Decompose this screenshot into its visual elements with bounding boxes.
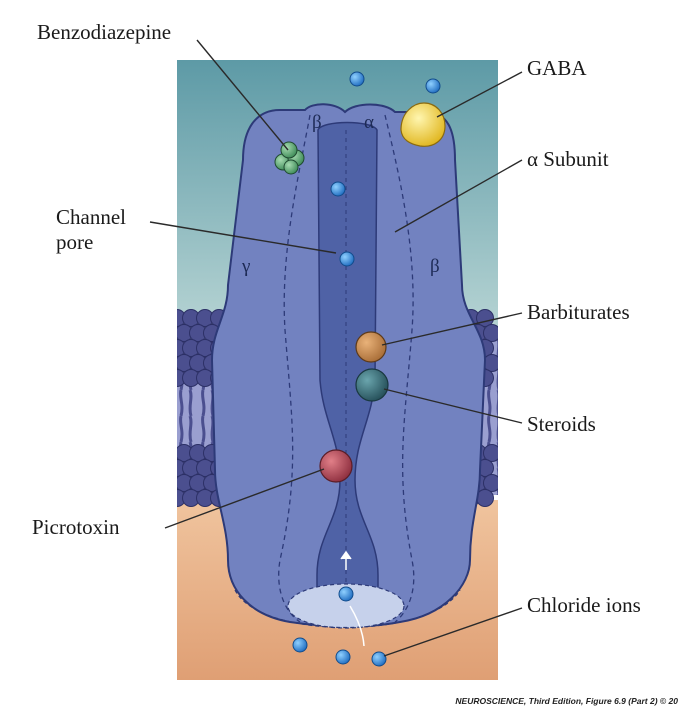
label-channel-pore-line2: pore: [56, 231, 93, 254]
picrotoxin-molecule: [320, 450, 352, 482]
chloride-ion: [293, 638, 307, 652]
steroid-molecule: [356, 369, 388, 401]
benzodiazepine-sphere: [284, 160, 298, 174]
chloride-ion: [340, 252, 354, 266]
chloride-ion: [336, 650, 350, 664]
label-channel-pore-line1: Channel: [56, 206, 126, 229]
lipid-head: [484, 445, 501, 462]
lipid-head: [484, 325, 501, 342]
label-barbiturates: Barbiturates: [527, 301, 630, 324]
subunit-gamma: γ: [241, 256, 250, 277]
chloride-ion: [339, 587, 353, 601]
label-gaba: GABA: [527, 57, 587, 80]
label-benzodiazepine: Benzodiazepine: [37, 21, 171, 44]
receptor-complex: [212, 104, 485, 628]
lipid-head: [484, 475, 501, 492]
subunit-beta-right: β: [430, 256, 440, 277]
label-picrotoxin: Picrotoxin: [32, 516, 120, 539]
subunit-beta-top: β: [312, 112, 322, 133]
chloride-ion: [331, 182, 345, 196]
lipid-head: [484, 355, 501, 372]
chloride-ion: [350, 72, 364, 86]
lipid-head: [477, 310, 494, 327]
figure-credit: NEUROSCIENCE, Third Edition, Figure 6.9 …: [455, 696, 678, 706]
label-chloride-ions: Chloride ions: [527, 594, 641, 617]
label-alpha-subunit: α Subunit: [527, 148, 609, 171]
channel-pore: [317, 123, 378, 606]
chloride-ion: [372, 652, 386, 666]
label-steroids: Steroids: [527, 413, 596, 436]
barbiturate-molecule: [356, 332, 386, 362]
subunit-alpha-top: α: [364, 112, 374, 133]
chloride-ion: [426, 79, 440, 93]
